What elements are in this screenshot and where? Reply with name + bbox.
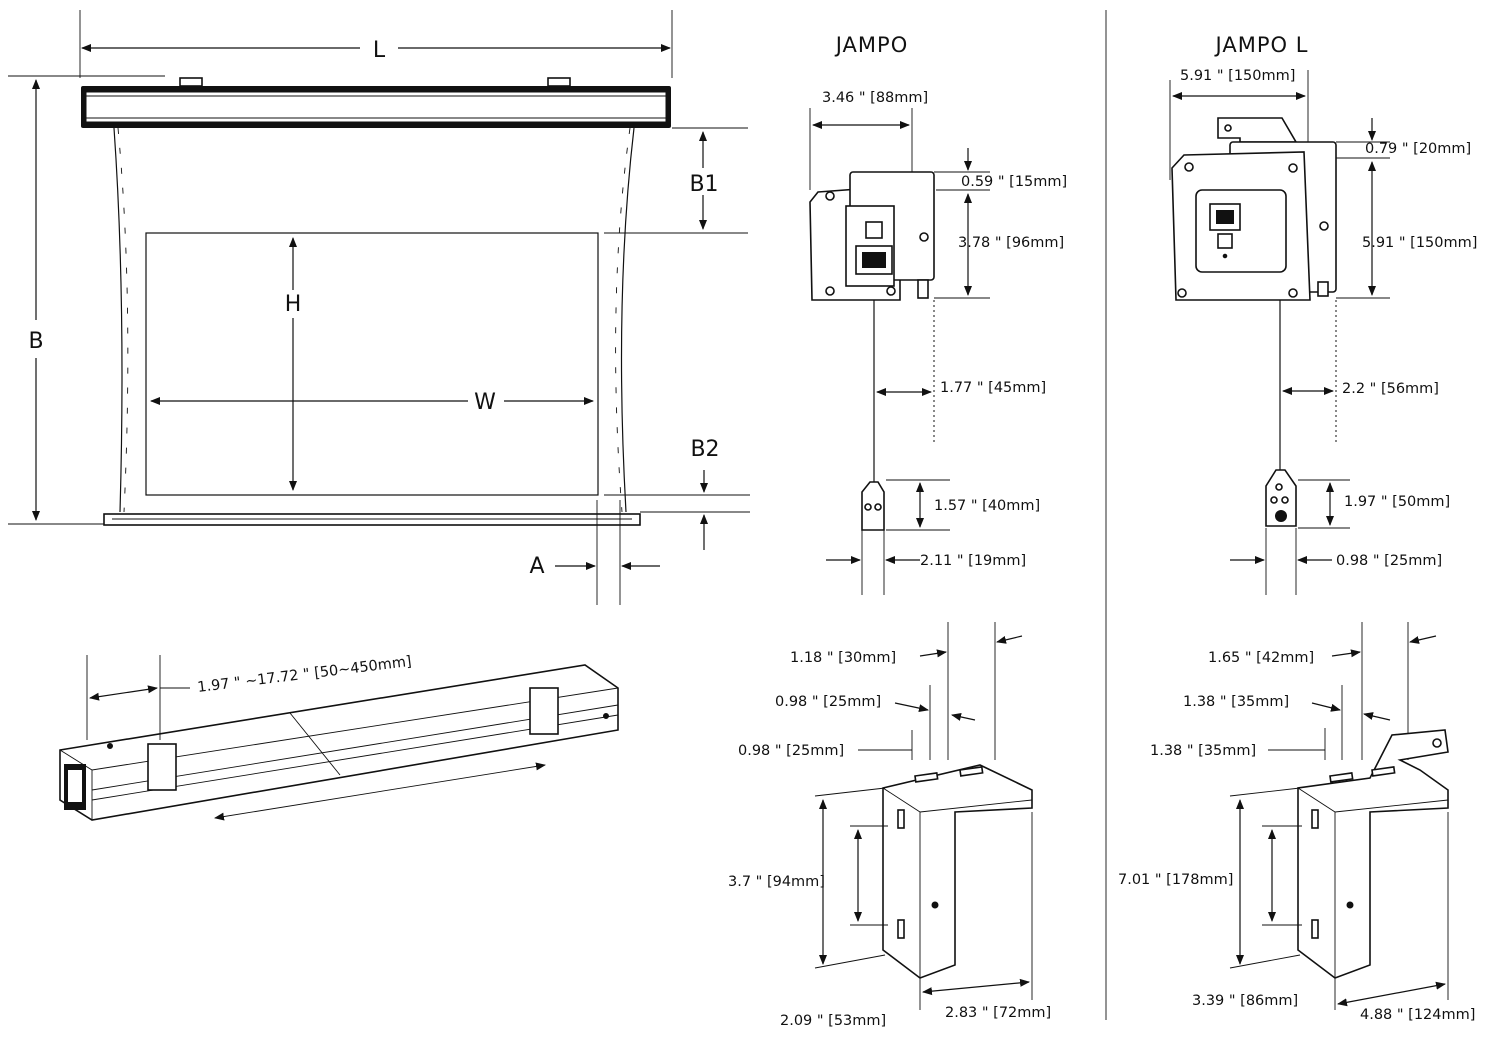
jampo-l-bracket-depth: 3.39 " [86mm] [1192, 993, 1298, 1009]
housing-isometric-view: 1.97 " ~17.72 " [50~450mm] [59, 654, 619, 821]
jampo-plug-height: 1.57 " [40mm] [934, 498, 1040, 514]
jampo-bracket-d3: 0.98 " [25mm] [738, 743, 844, 759]
jampo-motor-view: JAMPO 3.46 " [88mm] 0.59 " [15mm] 3.78 "… [728, 33, 1067, 1029]
jampo-l-bracket-d1: 1.65 " [42mm] [1208, 650, 1314, 666]
screen-front-view: L B H W B1 [8, 10, 750, 605]
jampo-l-title: JAMPO L [1214, 33, 1309, 57]
jampo-l-bracket-d2: 1.38 " [35mm] [1183, 694, 1289, 710]
jampo-l-plug-width: 0.98 " [25mm] [1336, 553, 1442, 569]
jampo-l-bracket-d3: 1.38 " [35mm] [1150, 743, 1256, 759]
slide-range-label: 1.97 " ~17.72 " [50~450mm] [197, 654, 413, 696]
label-H: H [285, 292, 302, 317]
jampo-l-cable-offset: 2.2 " [56mm] [1342, 381, 1439, 397]
jampo-bracket-height: 3.7 " [94mm] [728, 874, 825, 890]
jampo-cable-offset: 1.77 " [45mm] [940, 380, 1046, 396]
jampo-bracket-d1: 1.18 " [30mm] [790, 650, 896, 666]
label-W: W [474, 390, 496, 415]
jampo-height: 3.78 " [96mm] [958, 235, 1064, 251]
jampo-bracket-width: 2.83 " [72mm] [945, 1005, 1051, 1021]
label-B2: B2 [690, 437, 719, 462]
jampo-l-top-offset: 0.79 " [20mm] [1365, 141, 1471, 157]
jampo-l-bracket-height: 7.01 " [178mm] [1118, 872, 1233, 888]
label-B: B [28, 329, 43, 354]
jampo-bracket-d2: 0.98 " [25mm] [775, 694, 881, 710]
jampo-width: 3.46 " [88mm] [822, 90, 928, 106]
jampo-l-motor-view: JAMPO L 5.91 " [150mm] 0.79 " [20mm] 5.9… [1118, 33, 1477, 1023]
jampo-l-bracket-width: 4.88 " [124mm] [1360, 1007, 1475, 1023]
label-B1: B1 [689, 172, 718, 197]
jampo-l-width: 5.91 " [150mm] [1180, 68, 1295, 84]
jampo-l-plug-height: 1.97 " [50mm] [1344, 494, 1450, 510]
jampo-title: JAMPO [834, 33, 909, 57]
label-L: L [373, 38, 386, 63]
jampo-plug-width: 2.11 " [19mm] [920, 553, 1026, 569]
jampo-top-offset: 0.59 " [15mm] [961, 174, 1067, 190]
jampo-l-height: 5.91 " [150mm] [1362, 235, 1477, 251]
label-A: A [529, 554, 544, 579]
jampo-bracket-depth: 2.09 " [53mm] [780, 1013, 886, 1029]
